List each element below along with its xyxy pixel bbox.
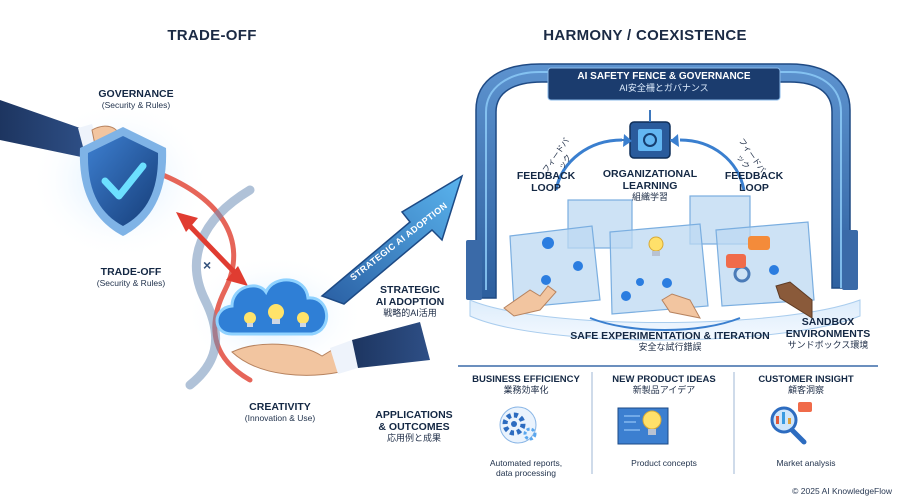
card-caption-line1: Market analysis: [776, 458, 836, 468]
cube-orb-2: [573, 261, 583, 271]
card-customer-insight: CUSTOMER INSIGHT 顧客洞察: [738, 374, 874, 396]
applications-label: APPLICATIONS & OUTCOMES 応用例と成果: [362, 409, 466, 444]
fence-jp: AI安全柵とガバナンス: [619, 83, 709, 93]
sandbox-jp: サンドボックス環境: [787, 340, 869, 350]
harmony-title: HARMONY / COEXISTENCE: [543, 27, 747, 44]
card-business-efficiency: BUSINESS EFFICIENCY 業務効率化: [464, 374, 588, 396]
governance-sleeve: [0, 100, 86, 158]
applications-line2: & OUTCOMES: [378, 421, 450, 433]
experiment-hand-left: [503, 285, 557, 317]
org-learning-label: ORGANIZATIONAL LEARNING 組織学習: [596, 168, 704, 203]
iteration-arc: [589, 317, 741, 331]
fence-title: AI SAFETY FENCE & GOVERNANCE: [577, 71, 751, 82]
feedback-left-line1: FEEDBACK: [516, 170, 576, 182]
card-caption-line1: Automated reports,: [489, 458, 563, 468]
sandbox-line1: SANDBOX: [801, 316, 855, 328]
idea-cloud-icon: [215, 278, 329, 336]
safe-jp: 安全な試行錯誤: [638, 342, 702, 352]
sandbox-line2: ENVIRONMENTS: [785, 328, 871, 340]
tradeoff-label-subtitle: (Security & Rules): [96, 278, 166, 288]
creativity-sleeve: [352, 322, 430, 368]
governance-label: GOVERNANCE (Security & Rules): [76, 88, 196, 110]
cube-orb-7: [769, 265, 779, 275]
cube-orb-4: [621, 291, 631, 301]
cube-orb-1: [542, 237, 554, 249]
arch-leg-left: [466, 240, 482, 300]
creativity-cuff: [330, 340, 358, 374]
card-customer-caption: Market analysis: [738, 458, 874, 468]
tradeoff-title: TRADE-OFF: [167, 27, 257, 44]
sandbox-floor: [469, 299, 861, 341]
shield-inner: [87, 136, 159, 226]
cube-orb-5: [636, 278, 644, 286]
tradeoff-arrowhead-up: [176, 212, 198, 232]
card-new-product-caption: Product concepts: [598, 458, 730, 468]
cube-orb-3: [541, 275, 551, 285]
cube-orb-6: [662, 278, 672, 288]
governance-title: GOVERNANCE: [98, 88, 174, 100]
tradeoff-label: TRADE-OFF (Security & Rules): [66, 266, 196, 288]
feedback-arrowhead-left: [623, 134, 632, 147]
governance-subtitle: (Security & Rules): [101, 100, 171, 110]
creativity-subtitle: (Innovation & Use): [244, 413, 316, 423]
strategic-line2: AI ADOPTION: [375, 296, 445, 308]
creativity-title: CREATIVITY: [249, 401, 311, 413]
ai-chip-icon: [622, 110, 678, 159]
card-jp: 顧客洞察: [787, 385, 824, 395]
org-jp: 組織学習: [631, 192, 668, 202]
tradeoff-red-strand: [147, 167, 253, 383]
safe-experimentation-label: SAFE EXPERIMENTATION & ITERATION 安全な試行錯誤: [552, 330, 788, 353]
blueprint-bulb-icon: [617, 407, 669, 445]
creativity-label: CREATIVITY (Innovation & Use): [218, 401, 342, 423]
cube-chat-bubble-2-icon: [726, 254, 746, 268]
org-line2: LEARNING: [622, 180, 678, 192]
card-jp: 新製品アイデア: [632, 385, 696, 395]
tradeoff-x-mark: ×: [203, 257, 211, 273]
tradeoff-label-title: TRADE-OFF: [100, 266, 162, 278]
gears-icon: [499, 406, 537, 444]
feedback-right-label: FEEDBACK LOOP: [724, 170, 784, 194]
strategic-adoption-arrow: [320, 174, 464, 305]
experiment-hand-right: [775, 281, 813, 319]
org-line1: ORGANIZATIONAL: [602, 168, 698, 180]
strategic-jp: 戦略的AI活用: [383, 308, 437, 318]
card-caption-line2: data processing: [495, 468, 556, 478]
feedback-arc-left: [554, 138, 623, 191]
feedback-right-line2: LOOP: [739, 182, 769, 194]
card-title: NEW PRODUCT IDEAS: [612, 374, 716, 385]
tradeoff-blue-strand: [185, 185, 255, 390]
sandbox-cubes: [509, 195, 815, 315]
card-jp: 業務効率化: [503, 385, 549, 395]
cube-bulb-icon: [648, 236, 664, 252]
card-title: BUSINESS EFFICIENCY: [472, 374, 580, 385]
card-title: CUSTOMER INSIGHT: [758, 374, 854, 385]
feedback-right-line1: FEEDBACK: [724, 170, 784, 182]
tradeoff-arrowhead-down: [226, 266, 248, 286]
copyright-footer: © 2025 AI KnowledgeFlow: [792, 486, 892, 496]
experiment-hand-middle: [661, 293, 701, 319]
cube-chat-bubble-icon: [748, 236, 770, 250]
feedback-arrowhead-right: [670, 134, 679, 147]
safe-title: SAFE EXPERIMENTATION & ITERATION: [570, 330, 770, 342]
applications-line1: APPLICATIONS: [375, 409, 453, 421]
shield-check-icon: [101, 162, 147, 200]
feedback-left-line2: LOOP: [531, 182, 561, 194]
feedback-arc-right: [679, 138, 746, 191]
magnifier-icon: [770, 402, 812, 445]
cube-bulb-base: [652, 251, 660, 256]
strategic-line1: STRATEGIC: [380, 284, 440, 296]
feedback-left-label: FEEDBACK LOOP: [516, 170, 576, 194]
arch-leg-right: [842, 230, 858, 290]
fence-label: AI SAFETY FENCE & GOVERNANCE AI安全柵とガバナンス: [548, 71, 780, 94]
fence-label-plate: [547, 67, 781, 101]
card-new-product-ideas: NEW PRODUCT IDEAS 新製品アイデア: [598, 374, 730, 396]
strategic-adoption-label: STRATEGIC AI ADOPTION 戦略的AI活用: [358, 284, 462, 319]
sandbox-label: SANDBOX ENVIRONMENTS サンドボックス環境: [778, 316, 878, 351]
card-business-caption: Automated reports, data processing: [464, 458, 588, 478]
tradeoff-arrow-line: [184, 220, 240, 278]
applications-jp: 応用例と成果: [386, 433, 441, 443]
card-caption-line1: Product concepts: [631, 458, 697, 468]
